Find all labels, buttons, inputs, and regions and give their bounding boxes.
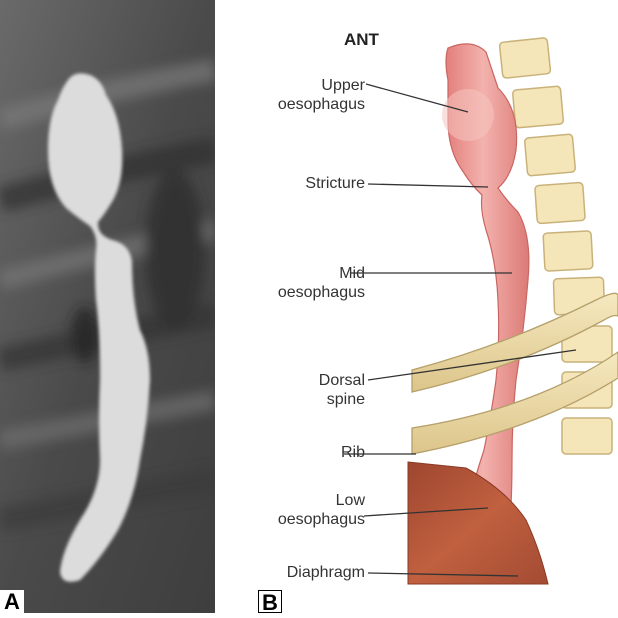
label-upper-oesophagus: Upper oesophagus: [278, 76, 365, 114]
oesophagus-highlight: [442, 89, 494, 141]
panel-label-a: A: [0, 590, 24, 613]
label-line: oesophagus: [278, 510, 365, 529]
label-line: Dorsal: [319, 371, 365, 390]
label-line: spine: [319, 390, 365, 409]
leader-stricture: [368, 184, 488, 187]
label-line: Stricture: [305, 174, 365, 193]
vertebra: [524, 134, 575, 176]
label-mid-oesophagus: Mid oesophagus: [278, 264, 365, 302]
label-dorsal-spine: Dorsal spine: [319, 371, 365, 409]
label-low-oesophagus: Low oesophagus: [278, 491, 365, 529]
label-line: oesophagus: [278, 283, 365, 302]
panel-label-b: B: [258, 590, 282, 613]
label-stricture: Stricture: [305, 174, 365, 193]
label-line: Rib: [341, 443, 365, 462]
label-diaphragm: Diaphragm: [287, 563, 365, 582]
barium-swallow-xray: [0, 0, 215, 613]
label-line: Low: [278, 491, 365, 510]
diaphragm: [408, 462, 548, 584]
label-line: oesophagus: [278, 95, 365, 114]
label-line: Mid: [278, 264, 365, 283]
label-line: Upper: [278, 76, 365, 95]
label-rib: Rib: [341, 443, 365, 462]
vertebra: [543, 231, 593, 271]
label-line: Diaphragm: [287, 563, 365, 582]
radiograph-panel: A: [0, 0, 215, 613]
vertebra: [562, 418, 612, 454]
vertebra: [512, 86, 563, 128]
anterior-orientation-label: ANT: [344, 30, 379, 50]
diagram-panel: ANT Upper oesophagus Stricture Mid oesop…: [236, 0, 618, 613]
vertebra: [535, 182, 586, 223]
vertebra: [499, 38, 551, 79]
